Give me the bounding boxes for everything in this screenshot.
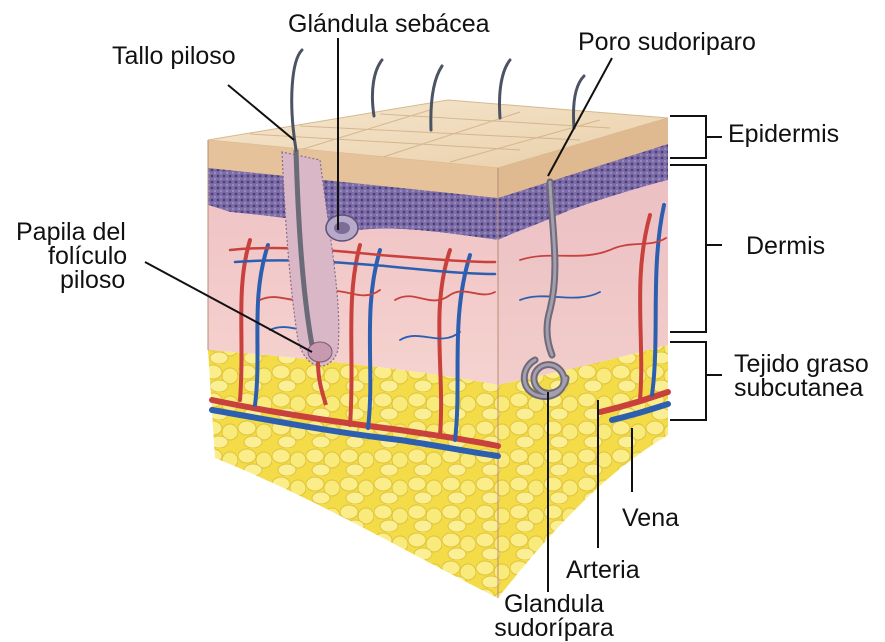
- fat-bracket: [670, 342, 722, 420]
- label-arteria: Arteria: [566, 558, 640, 582]
- label-sudoripara-line-1: Glandula: [484, 592, 624, 616]
- label-glandula-sudoripara: Glandula sudorípara: [484, 592, 624, 640]
- label-papila-line-3: piloso: [16, 268, 127, 292]
- label-glandula-sebacea: Glándula sebácea: [288, 12, 490, 36]
- label-sudoripara-line-2: sudorípara: [484, 616, 624, 640]
- label-vena: Vena: [622, 506, 679, 530]
- epidermis-bracket: [670, 116, 722, 158]
- label-epidermis: Epidermis: [728, 122, 839, 146]
- dermis-bracket: [670, 165, 722, 332]
- label-papila-del-foliculo-piloso: Papila del folículo piloso: [16, 220, 127, 292]
- label-tejido-line-1: Tejido graso: [734, 352, 869, 376]
- label-tallo-piloso: Tallo piloso: [112, 44, 236, 68]
- label-tejido-line-2: subcutanea: [734, 376, 869, 400]
- layer-brackets: [670, 116, 722, 420]
- label-papila-line-1: Papila del: [16, 220, 127, 244]
- label-dermis: Dermis: [746, 234, 825, 258]
- label-tejido-graso-subcutanea: Tejido graso subcutanea: [734, 352, 869, 400]
- label-papila-line-2: folículo: [16, 244, 127, 268]
- label-poro-sudoriparo: Poro sudoriparo: [578, 30, 756, 54]
- sebaceous-gland: [326, 215, 358, 241]
